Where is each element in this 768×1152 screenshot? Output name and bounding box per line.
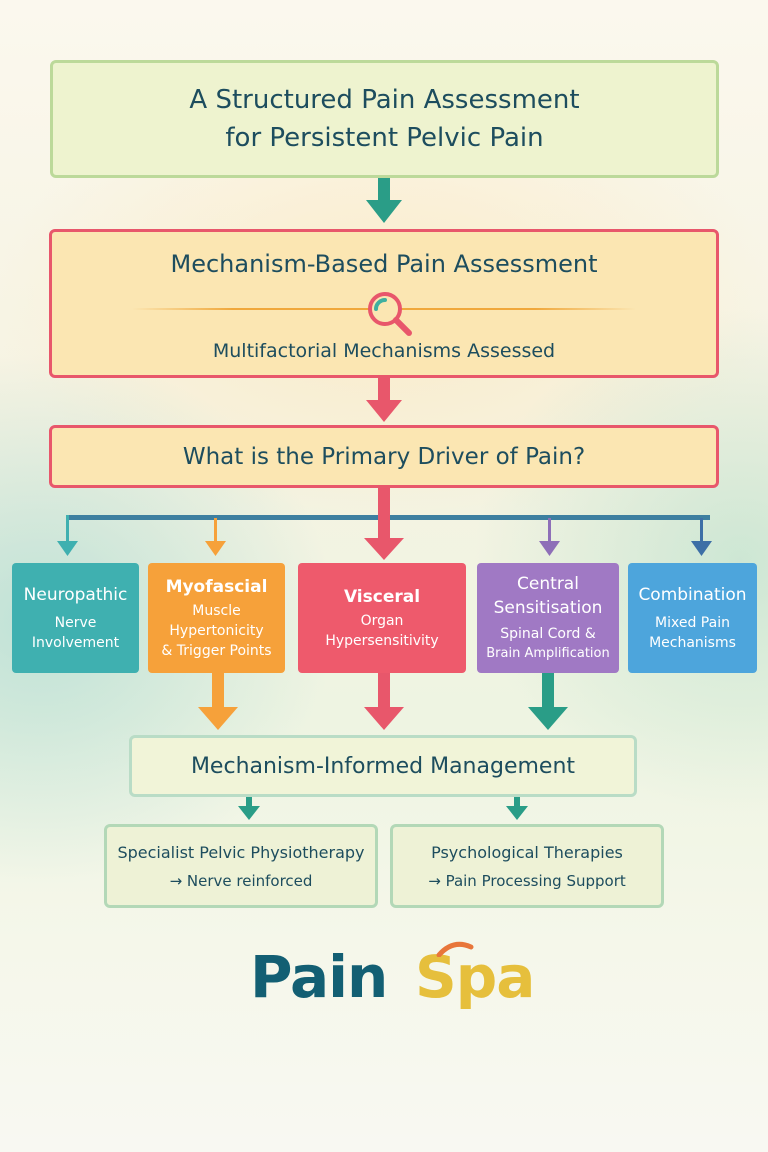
logo-text-spa: Spa (415, 943, 535, 1011)
category-title-line: Sensitisation (493, 598, 603, 618)
question-box: What is the Primary Driver of Pain? (49, 425, 719, 488)
category-title: Visceral (343, 587, 421, 607)
question-text: What is the Primary Driver of Pain? (182, 443, 586, 470)
category-visceral: Visceral Organ Hypersensitivity (298, 563, 466, 673)
physiotherapy-box: Specialist Pelvic Physiotherapy → Nerve … (104, 824, 378, 908)
mechanism-box: Mechanism-Based Pain Assessment Multifac… (49, 229, 719, 378)
psychological-title: Psychological Therapies (431, 842, 623, 862)
category-desc-line: Involvement (31, 635, 120, 651)
category-desc: Muscle Hypertonicity & Trigger Points (161, 601, 271, 661)
mechanism-subtitle: Multifactorial Mechanisms Assessed (212, 340, 556, 362)
category-desc: Organ Hypersensitivity (325, 611, 438, 651)
category-desc-line: Nerve (54, 615, 97, 631)
category-title: Myofascial (165, 577, 268, 597)
category-desc-line: & Trigger Points (161, 643, 272, 659)
category-desc-line: Organ (360, 613, 404, 629)
category-desc-line: Mechanisms (649, 635, 736, 651)
category-desc: Nerve Involvement (32, 613, 119, 653)
category-desc: Mixed Pain Mechanisms (649, 613, 736, 653)
arrow-title-to-mechanism (366, 178, 402, 223)
title-box: A Structured Pain Assessment for Persist… (50, 60, 719, 178)
category-central-sensitisation: Central Sensitisation Spinal Cord & Brai… (477, 563, 619, 673)
arrows-to-management (198, 673, 568, 730)
psychological-box: Psychological Therapies → Pain Processin… (390, 824, 664, 908)
category-desc-line: Hypersensitivity (325, 633, 439, 649)
logo-text-pain: Pain (250, 943, 388, 1011)
arrow-mechanism-to-question (366, 378, 402, 422)
painspa-logo: Pain Spa (240, 935, 540, 1045)
category-title: Central Sensitisation (494, 572, 603, 620)
category-desc-line: Mixed Pain (655, 615, 730, 631)
mechanism-title: Mechanism-Based Pain Assessment (170, 250, 598, 278)
category-combination: Combination Mixed Pain Mechanisms (628, 563, 757, 673)
title-line-1: A Structured Pain Assessment (189, 85, 580, 115)
logo-arc-icon (436, 941, 474, 957)
magnifier-icon (368, 292, 412, 336)
category-desc-line: Spinal Cord & (500, 626, 596, 642)
psychological-desc: → Pain Processing Support (428, 871, 626, 890)
branch-lines (57, 488, 712, 560)
category-title-line: Central (517, 574, 579, 594)
category-title: Neuropathic (23, 585, 128, 605)
category-desc-line: Muscle (192, 603, 241, 619)
category-myofascial: Myofascial Muscle Hypertonicity & Trigge… (148, 563, 285, 673)
category-neuropathic: Neuropathic Nerve Involvement (12, 563, 139, 673)
category-desc: Spinal Cord & Brain Amplification (486, 624, 609, 664)
arrows-to-therapies (238, 797, 528, 820)
management-box: Mechanism-Informed Management (129, 735, 637, 797)
category-title: Combination (638, 585, 747, 605)
management-title: Mechanism-Informed Management (190, 753, 576, 779)
title-line-2: for Persistent Pelvic Pain (225, 123, 544, 153)
category-desc-line: Hypertonicity (169, 623, 264, 639)
category-desc-line: Brain Amplification (486, 646, 610, 661)
physiotherapy-title: Specialist Pelvic Physiotherapy (117, 842, 365, 862)
physiotherapy-desc: → Nerve reinforced (169, 871, 313, 890)
